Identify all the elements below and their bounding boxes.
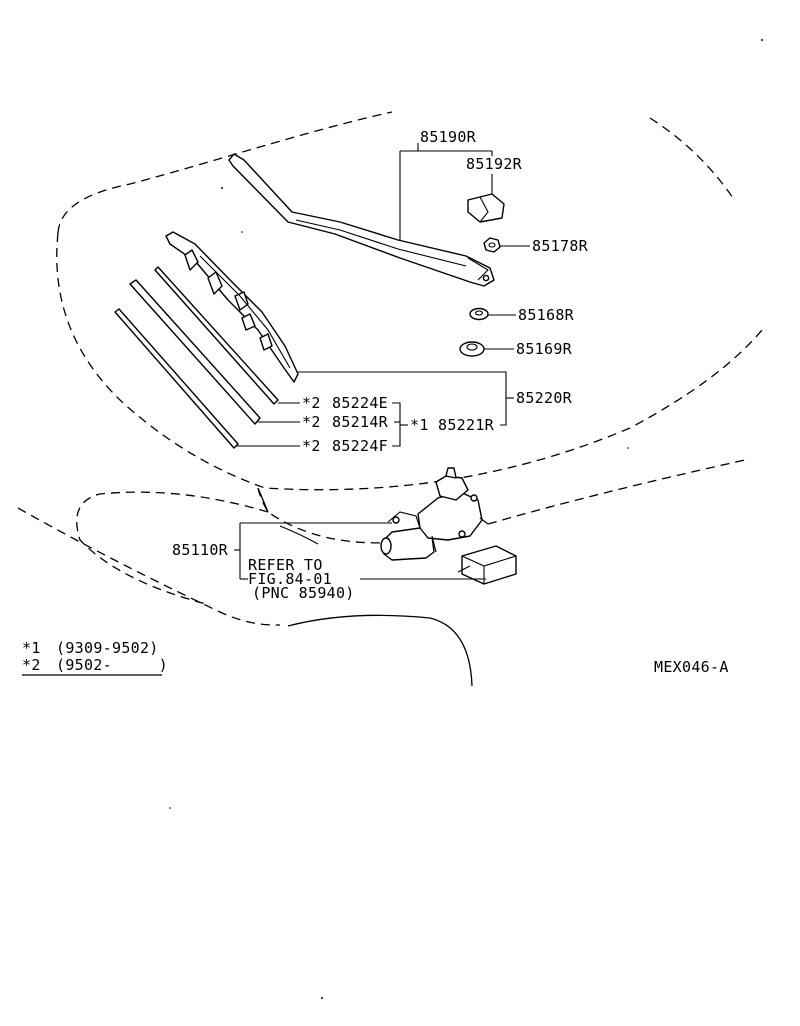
- blade-rubber-e: [154, 266, 279, 405]
- reference-line-3: (PNC 85940): [252, 584, 355, 602]
- label-arm-cap: 85192R: [466, 155, 523, 173]
- reference-line-2: FIG.84-01: [248, 570, 332, 588]
- label-motor: 85110R: [172, 541, 229, 559]
- washer-part: [469, 307, 489, 321]
- legend-range-1: (9309-9502): [56, 639, 159, 657]
- figure-code: MEX046-A: [654, 658, 729, 676]
- label-washer: 85168R: [518, 306, 575, 324]
- wiper-motor: [380, 467, 489, 561]
- label-blade-assembly: 85220R: [516, 389, 573, 407]
- hatch-panel-right: [487, 459, 746, 525]
- label-nut: 85178R: [532, 237, 589, 255]
- rear-glass-outline-left: [56, 232, 763, 491]
- label-blade-subassembly: 85221R: [438, 416, 495, 434]
- nut-part: [483, 237, 501, 253]
- label-blade-rubber-e: 85224E: [332, 394, 388, 412]
- marker-blade-backing: *2: [302, 413, 321, 431]
- marker-blade-rubber-e: *2: [302, 394, 321, 412]
- label-cushion: 85169R: [516, 340, 573, 358]
- marker-blade-rubber-f: *2: [302, 437, 321, 455]
- label-blade-rubber-f: 85224F: [332, 437, 388, 455]
- blade-backing: [129, 279, 261, 425]
- reference-line-1: REFER TO: [248, 556, 323, 574]
- label-blade-backing: 85214R: [332, 413, 389, 431]
- cushion-part: [459, 341, 485, 357]
- legend-marker-1: *1: [22, 639, 41, 657]
- hatch-outline-dashed: [17, 507, 281, 626]
- blade-rubber-f: [114, 308, 239, 449]
- rear-glass-outline-right: [649, 117, 734, 199]
- rear-glass-outline: [57, 111, 393, 234]
- hatch-edge-stub: [257, 487, 269, 513]
- hatch-lower-edge: [287, 614, 473, 687]
- leader-lines: [234, 143, 530, 580]
- hatch-panel-left: [76, 491, 269, 606]
- legend-range-2: (9502- ): [56, 656, 168, 674]
- legend: *1 (9309-9502) *2 (9502- ): [22, 639, 168, 676]
- wiper-blade-frame: [165, 231, 299, 383]
- arm-cap: [467, 193, 505, 223]
- label-arm-assembly: 85190R: [420, 128, 477, 146]
- marker-blade-subassembly: *1: [410, 416, 429, 434]
- legend-marker-2: *2: [22, 656, 41, 674]
- wiper-relay: [457, 545, 517, 585]
- scan-specks: [169, 39, 763, 999]
- hatch-outline-inner: [257, 487, 401, 544]
- wiper-arm: [228, 153, 495, 287]
